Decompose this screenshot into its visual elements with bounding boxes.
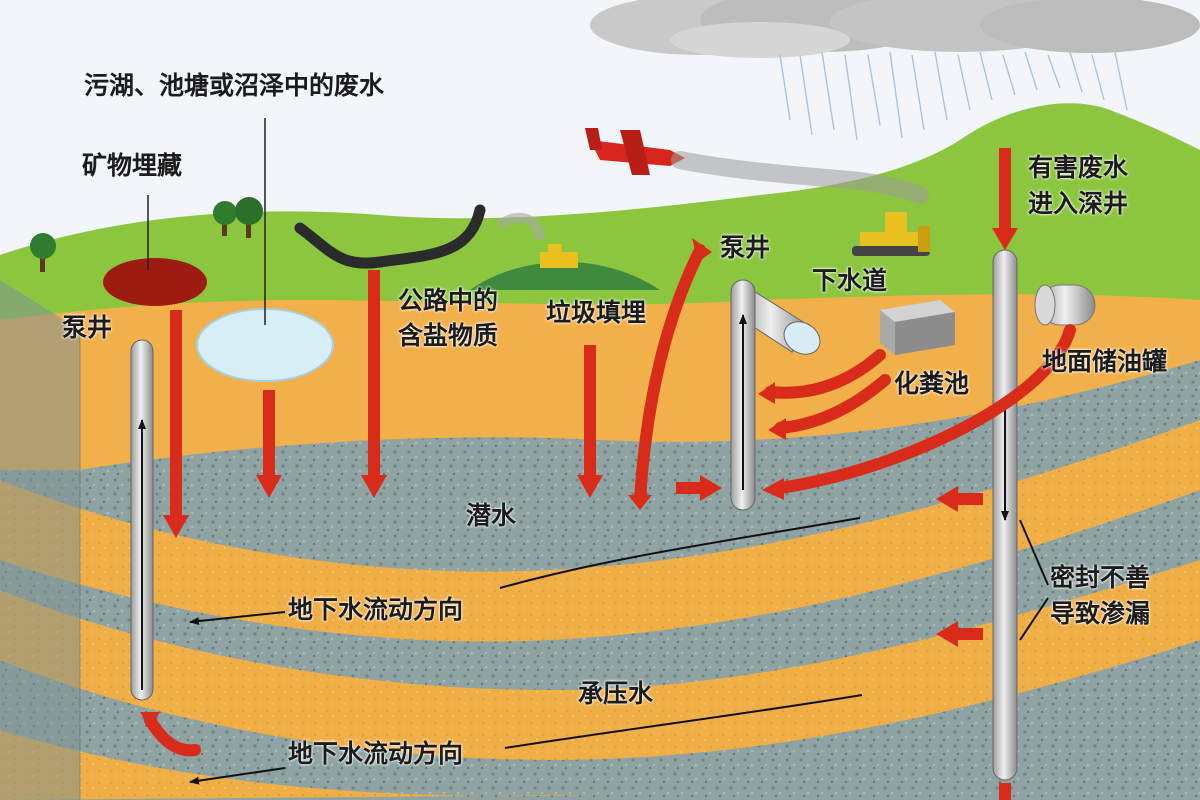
label-flow-direction-lower: 地下水流动方向 xyxy=(288,739,464,768)
label-road-salt-line2: 含盐物质 xyxy=(398,321,499,350)
grass-surface xyxy=(0,103,1200,320)
surface-oil-tank xyxy=(1034,284,1096,326)
bulldozer xyxy=(852,212,930,256)
landfill-mound xyxy=(470,261,660,290)
label-road-salt-line1: 公路中的 xyxy=(398,286,499,315)
trees-hill xyxy=(213,197,263,238)
sewer-pipe xyxy=(739,289,821,355)
lower-sand-layer xyxy=(0,560,1200,760)
label-mineral-burial: 矿物埋藏 xyxy=(82,151,183,180)
curved-contamination-arrows xyxy=(144,244,1076,757)
label-unconfined-water: 潜水 xyxy=(466,501,517,530)
crop-duster-plane xyxy=(585,128,685,175)
tree-left xyxy=(30,233,56,272)
label-confined-water: 承压水 xyxy=(578,679,654,708)
cloud xyxy=(590,0,1200,58)
mineral-burial-deposit xyxy=(103,258,207,306)
label-wastewater-ponds: 污湖、池塘或沼泽中的废水 xyxy=(84,71,385,100)
label-sewer: 下水道 xyxy=(812,266,888,295)
block-left-edge xyxy=(0,280,80,800)
label-oil-tank: 地面储油罐 xyxy=(1042,347,1168,376)
road xyxy=(294,204,486,269)
rain xyxy=(779,51,1128,141)
arrow-heads xyxy=(140,238,786,728)
label-poor-seal-line2: 导致渗漏 xyxy=(1050,599,1151,628)
septic-tank xyxy=(880,300,955,355)
spray-trail xyxy=(671,151,929,204)
flow-direction-line-upper xyxy=(499,517,861,589)
label-poor-seal-line1: 密封不善 xyxy=(1050,563,1151,592)
flow-direction-arrow-upper xyxy=(189,611,286,626)
bottom-sand-layer xyxy=(0,730,600,800)
contamination-arrows xyxy=(163,148,1018,800)
label-hazardous-line1: 有害废水 xyxy=(1028,153,1129,182)
label-flow-direction-upper: 地下水流动方向 xyxy=(288,595,464,624)
label-pump-well-mid: 泵井 xyxy=(720,233,771,262)
label-septic-tank: 化粪池 xyxy=(894,369,970,398)
label-hazardous-line2: 进入深井 xyxy=(1028,189,1129,218)
label-landfill: 垃圾填埋 xyxy=(546,298,647,327)
flow-direction-line-lower xyxy=(504,694,863,749)
upper-sand-layer xyxy=(0,420,1200,642)
label-pump-well-left: 泵井 xyxy=(62,313,113,342)
poor-seal-leader xyxy=(1019,519,1049,641)
flow-direction-arrow-lower xyxy=(189,767,286,785)
